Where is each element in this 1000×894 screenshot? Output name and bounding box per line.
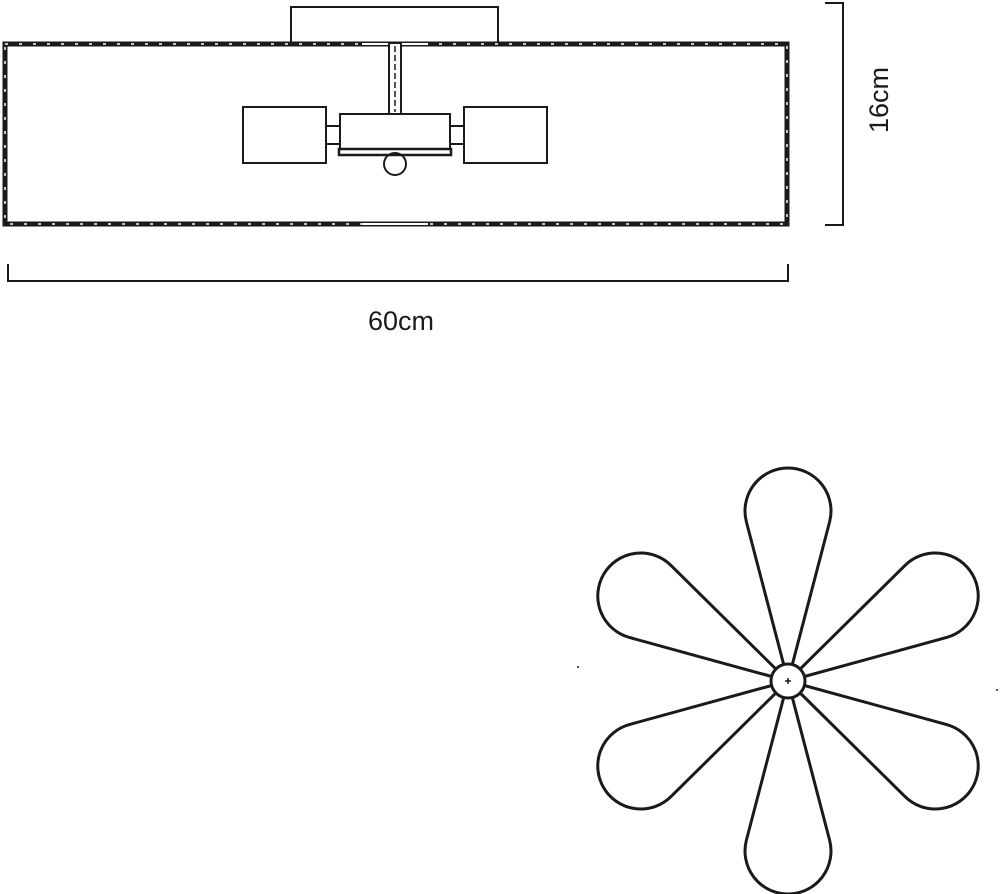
- width-label: 60cm: [368, 306, 434, 336]
- petal: [743, 679, 833, 894]
- shade-frame-dashes: [4, 43, 788, 225]
- petal: [596, 679, 790, 811]
- stray-dot: [996, 689, 998, 691]
- left-connector: [325, 125, 341, 145]
- petal: [596, 551, 790, 683]
- bulb: [383, 152, 407, 176]
- top-view: [596, 466, 980, 894]
- petal: [786, 679, 980, 811]
- petal: [786, 551, 980, 683]
- right-shade: [463, 106, 548, 164]
- center-body: [339, 113, 451, 150]
- stray-dot: [577, 666, 579, 668]
- width-dimension: [7, 264, 789, 282]
- petal: [743, 466, 833, 683]
- center-mark-icon: [785, 678, 791, 684]
- ceiling-canopy: [290, 6, 499, 44]
- right-connector: [449, 125, 465, 145]
- height-dimension: [825, 2, 844, 226]
- height-label: 16cm: [864, 67, 894, 133]
- side-view: [2, 6, 790, 227]
- left-shade: [242, 106, 327, 164]
